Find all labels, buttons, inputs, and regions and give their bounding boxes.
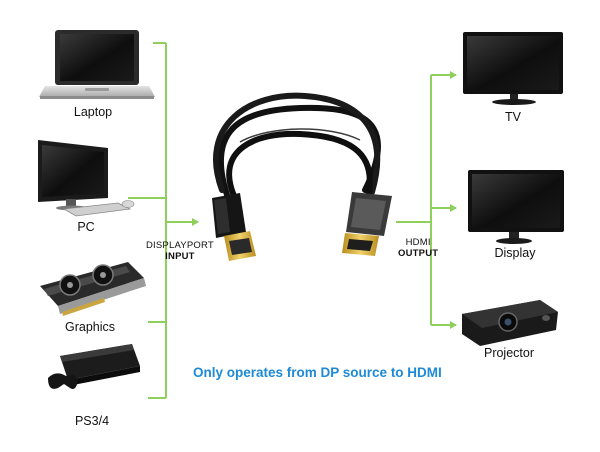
input-port-name: DISPLAYPORT <box>146 240 214 251</box>
hdmi-connector-icon <box>342 192 392 256</box>
input-connector-lines <box>128 42 199 399</box>
output-port-direction: OUTPUT <box>398 248 439 259</box>
output-connector-lines <box>396 71 457 329</box>
input-port-label: DISPLAYPORT INPUT <box>146 240 214 262</box>
output-port-name: HDMI <box>405 237 431 248</box>
projector-label: Projector <box>483 346 535 360</box>
output-port-label: HDMI OUTPUT <box>398 237 438 259</box>
projector-icon <box>462 300 558 346</box>
graphics-label: Graphics <box>64 320 116 334</box>
tv-label: TV <box>505 110 521 124</box>
laptop-icon <box>39 30 155 99</box>
display-label: Display <box>494 246 536 260</box>
desktop-pc-icon <box>38 140 135 217</box>
cable-illustration <box>213 92 381 201</box>
laptop-label: Laptop <box>73 105 113 119</box>
tv-icon <box>463 32 563 105</box>
input-port-direction: INPUT <box>165 251 195 262</box>
game-console-icon <box>48 344 140 389</box>
displayport-connector-icon <box>212 193 256 261</box>
ps-label: PS3/4 <box>74 414 110 428</box>
compatibility-note: Only operates from DP source to HDMI <box>193 365 442 380</box>
pc-label: PC <box>77 220 95 234</box>
graphics-card-icon <box>40 262 146 316</box>
monitor-icon <box>468 170 564 244</box>
